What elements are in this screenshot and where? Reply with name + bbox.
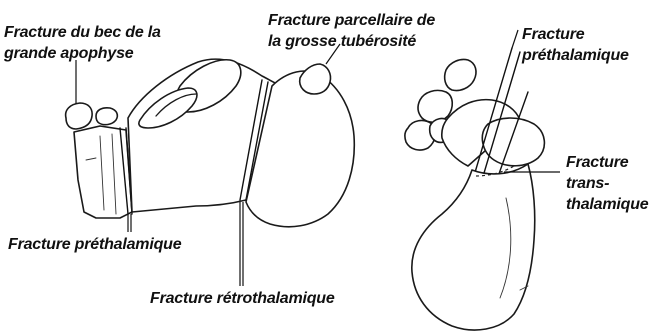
label-transthal-line1: Fracture [566, 152, 648, 173]
label-parcellaire: Fracture parcellaire de la grosse tubéro… [268, 10, 435, 52]
label-bec-line1: Fracture du bec de la [4, 22, 161, 43]
beak-side-fragment [96, 108, 117, 125]
label-prethal-right: Fracture préthalamique [522, 24, 629, 66]
axial-sustentaculum [482, 118, 544, 166]
lateral-view [66, 59, 355, 227]
axial-fragment-top [445, 59, 476, 90]
label-prethal-right-line2: préthalamique [522, 45, 629, 66]
label-retrothal: Fracture rétrothalamique [150, 288, 335, 309]
anterior-process [74, 126, 132, 218]
axial-view [405, 48, 544, 330]
label-parcellaire-line2: la grosse tubérosité [268, 31, 435, 52]
axial-body [412, 164, 535, 330]
label-prethal-right-line1: Fracture [522, 24, 629, 45]
label-bec: Fracture du bec de la grande apophyse [4, 22, 161, 64]
label-prethal-left-text: Fracture préthalamique [8, 234, 181, 255]
label-retrothal-text: Fracture rétrothalamique [150, 288, 335, 309]
axial-fragment-mid [418, 90, 452, 122]
label-transthal: Fracture trans- thalamique [566, 152, 648, 215]
beak-fragment [66, 103, 93, 129]
label-transthal-line2: trans- [566, 173, 648, 194]
tuberosity-fragment [300, 64, 331, 94]
leader-prethal-right [512, 30, 518, 48]
label-parcellaire-line1: Fracture parcellaire de [268, 10, 435, 31]
label-prethal-left: Fracture préthalamique [8, 234, 181, 255]
label-transthal-line3: thalamique [566, 194, 648, 215]
label-bec-line2: grande apophyse [4, 43, 161, 64]
